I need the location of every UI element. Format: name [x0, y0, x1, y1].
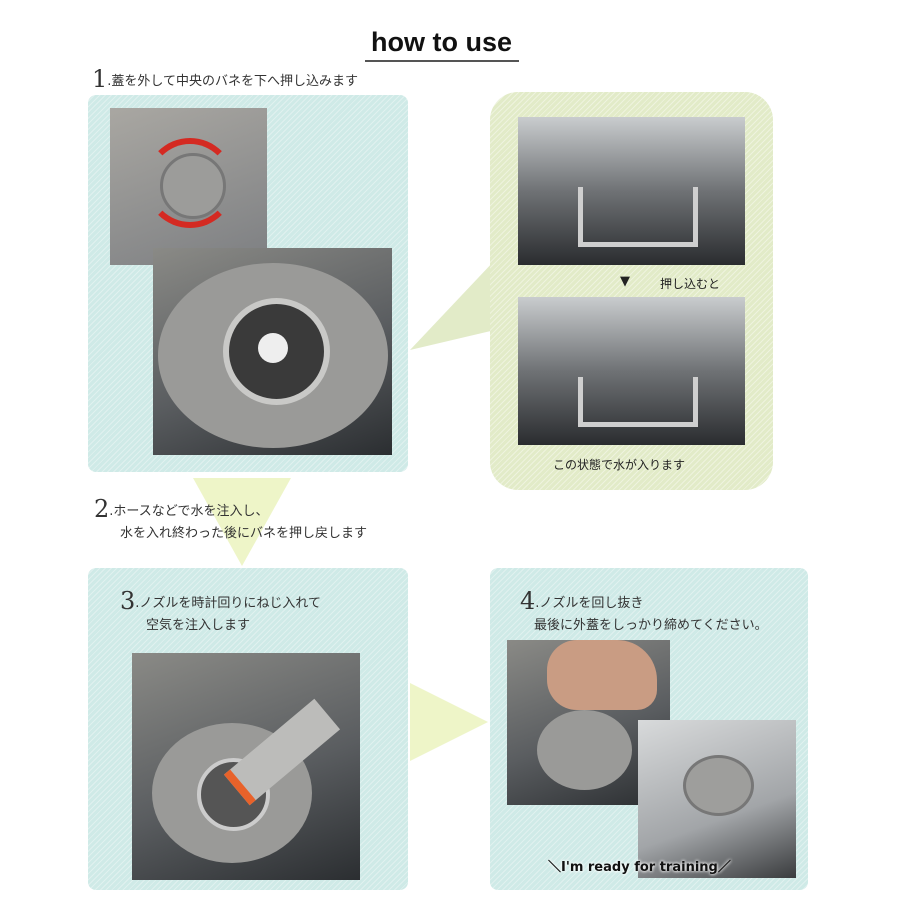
bubble-caption: この状態で水が入ります	[553, 458, 686, 472]
title-underline	[365, 60, 519, 62]
step-text-line2: 水を入れ終わった後にバネを押し戻します	[120, 526, 368, 541]
push-label: 押し込むと	[660, 277, 721, 291]
lid-rotation-photo	[110, 108, 267, 265]
nozzle-insert-photo	[132, 653, 360, 880]
step-text: .蓋を外して中央のバネを下へ押し込みます	[107, 74, 359, 89]
step-number: 4	[520, 587, 536, 615]
step-text-line1: .ノズルを回し抜き	[535, 596, 644, 611]
down-triangle-icon	[193, 478, 291, 566]
spring-frame	[578, 187, 698, 247]
valve-before-photo	[518, 117, 745, 265]
step-text-line1: .ホースなどで水を注入し、	[109, 504, 269, 519]
valve-ring	[537, 710, 632, 790]
step-4-label: 4.ノズルを回し抜き 最後に外蓋をしっかり締めてください。	[520, 587, 768, 637]
valve-after-photo	[518, 297, 745, 445]
step-2-label: 2.ホースなどで水を注入し、 水を入れ終わった後にバネを押し戻します	[94, 495, 368, 545]
right-triangle-icon	[410, 683, 488, 761]
step-text-line2: 空気を注入します	[146, 618, 251, 633]
spring-button	[258, 333, 288, 363]
spring-valve-photo	[153, 248, 392, 455]
page-title: how to use	[371, 27, 512, 57]
bubble-tail	[410, 260, 495, 350]
step-number: 2	[94, 495, 110, 523]
step-3-label: 3.ノズルを時計回りにねじ入れて 空気を注入します	[120, 587, 322, 637]
closed-lid-photo	[638, 720, 796, 878]
step-number: 1	[92, 65, 108, 93]
step-number: 3	[120, 587, 136, 615]
hand	[547, 640, 657, 710]
down-arrow-icon: ▼	[620, 274, 630, 289]
valve-cap	[160, 153, 226, 219]
spring-frame	[578, 377, 698, 427]
valve-cap	[683, 755, 754, 816]
ready-caption: ＼I'm ready for training／	[548, 860, 731, 875]
rotate-arrow-icon	[145, 138, 235, 228]
step-1-label: 1.蓋を外して中央のバネを下へ押し込みます	[92, 65, 359, 93]
step-text-line1: .ノズルを時計回りにねじ入れて	[135, 596, 322, 611]
step-text-line2: 最後に外蓋をしっかり締めてください。	[534, 618, 768, 633]
